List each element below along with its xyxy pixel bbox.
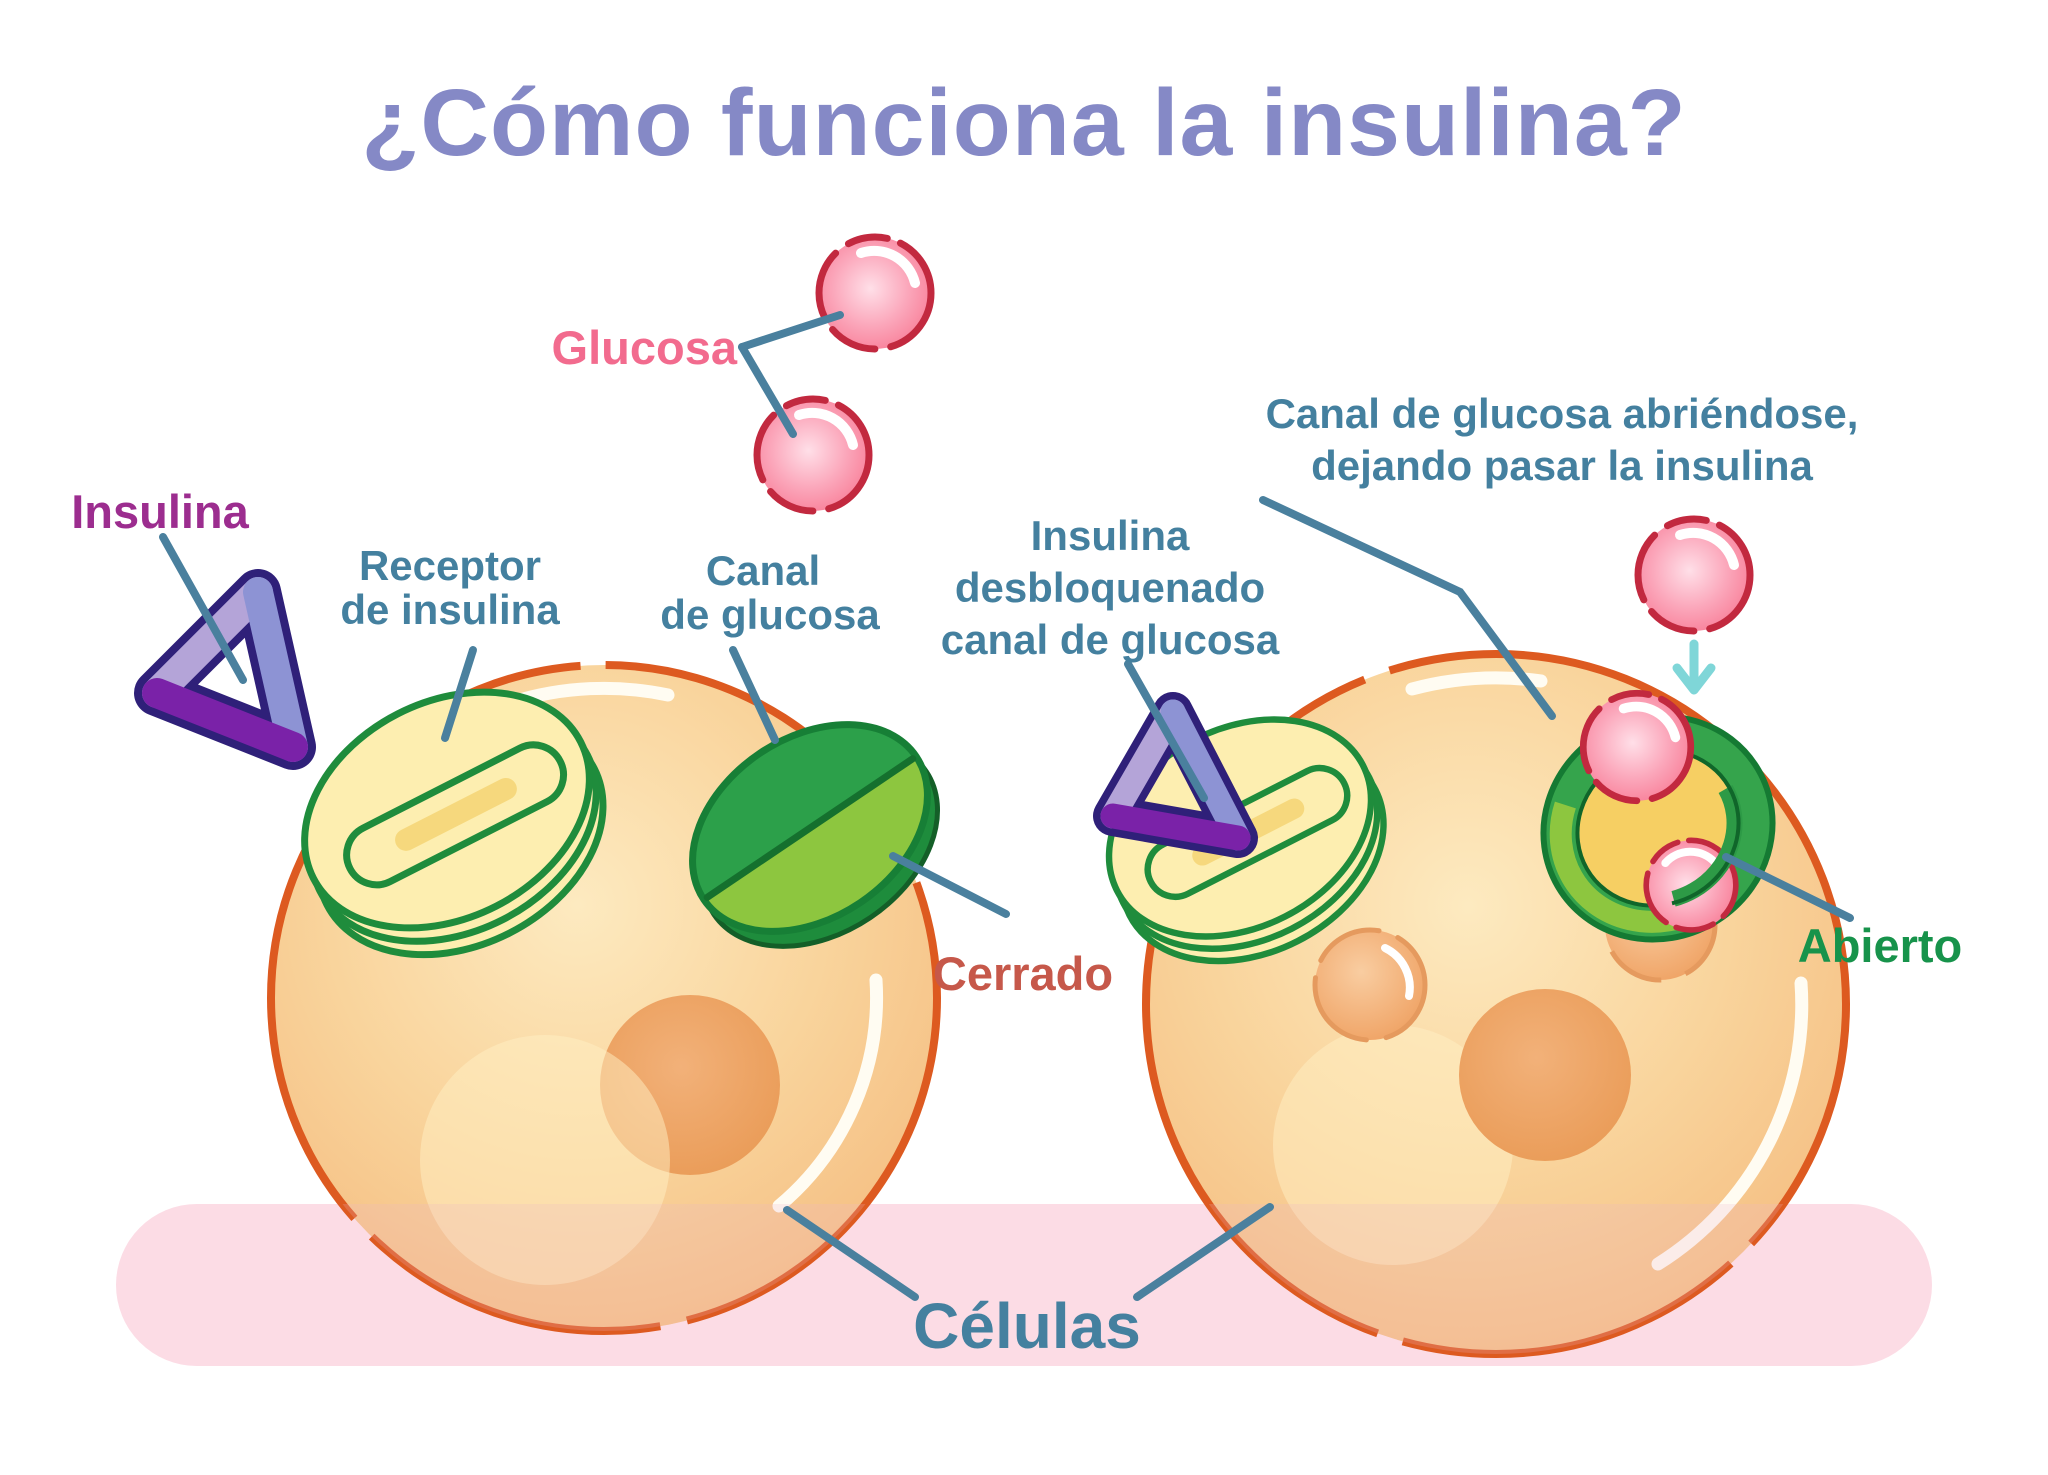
leader-insulina-desbloqueando bbox=[1124, 660, 1208, 802]
cell-right-highlight-side bbox=[1651, 976, 1809, 1271]
cell-left-highlight-side bbox=[772, 973, 884, 1213]
glucosa-label: Glucosa bbox=[552, 321, 738, 374]
canal-label-line2: de glucosa bbox=[660, 591, 880, 638]
leader-celulas-right bbox=[1133, 1203, 1274, 1301]
insulina-desbloqueando-label: Insulina desbloquenado canal de glucosa bbox=[941, 512, 1280, 663]
leader-canal-abriendose bbox=[1259, 496, 1556, 720]
cerrado-label: Cerrado bbox=[933, 947, 1113, 1000]
page-title: ¿Cómo funciona la insulina? bbox=[361, 70, 1686, 176]
insulina-desbloqueando-line1: Insulina bbox=[1031, 512, 1190, 559]
leader-celulas-left bbox=[783, 1206, 919, 1301]
canal-label: Canal de glucosa bbox=[660, 547, 880, 638]
leader-lines bbox=[159, 311, 1854, 1301]
canal-abriendose-label: Canal de glucosa abriéndose, dejando pas… bbox=[1266, 390, 1859, 489]
leader-receptor bbox=[441, 646, 477, 742]
cell-right-vesicle bbox=[1273, 1025, 1513, 1265]
insulina-desbloqueando-line3: canal de glucosa bbox=[941, 616, 1280, 663]
leader-glucosa-top bbox=[738, 311, 844, 351]
insulina-label: Insulina bbox=[71, 485, 249, 538]
glucose-floating-icon bbox=[1638, 519, 1750, 631]
cell-right-organelle-sphere bbox=[1312, 927, 1428, 1043]
glucose-entering-channel-icon bbox=[1583, 693, 1691, 801]
cell-left-vesicle bbox=[420, 1035, 670, 1285]
canal-abriendose-line2: dejando pasar la insulina bbox=[1311, 442, 1813, 489]
leader-glucosa-bottom bbox=[738, 343, 797, 438]
canal-abriendose-line1: Canal de glucosa abriéndose, bbox=[1266, 390, 1859, 437]
down-arrow-icon bbox=[1672, 639, 1716, 695]
glucose-molecule-icon bbox=[757, 399, 869, 511]
leader-canal bbox=[729, 646, 779, 744]
glucose-channel-closed-icon bbox=[689, 721, 941, 949]
glucose-molecule-icon bbox=[819, 237, 931, 349]
leader-abierto bbox=[1722, 853, 1854, 922]
leader-cerrado bbox=[889, 852, 1010, 918]
abierto-label: Abierto bbox=[1798, 919, 1963, 972]
receptor-label: Receptor de insulina bbox=[340, 542, 560, 633]
receptor-label-line1: Receptor bbox=[359, 542, 541, 589]
leader-insulina bbox=[159, 533, 247, 684]
celulas-label: Células bbox=[913, 1290, 1141, 1362]
insulin-molecule-icon bbox=[134, 569, 316, 770]
receptor-label-line2: de insulina bbox=[340, 586, 560, 633]
canal-label-line1: Canal bbox=[706, 547, 820, 594]
cell-right-nucleus bbox=[1459, 989, 1631, 1161]
insulina-desbloqueando-line2: desbloquenado bbox=[955, 564, 1265, 611]
